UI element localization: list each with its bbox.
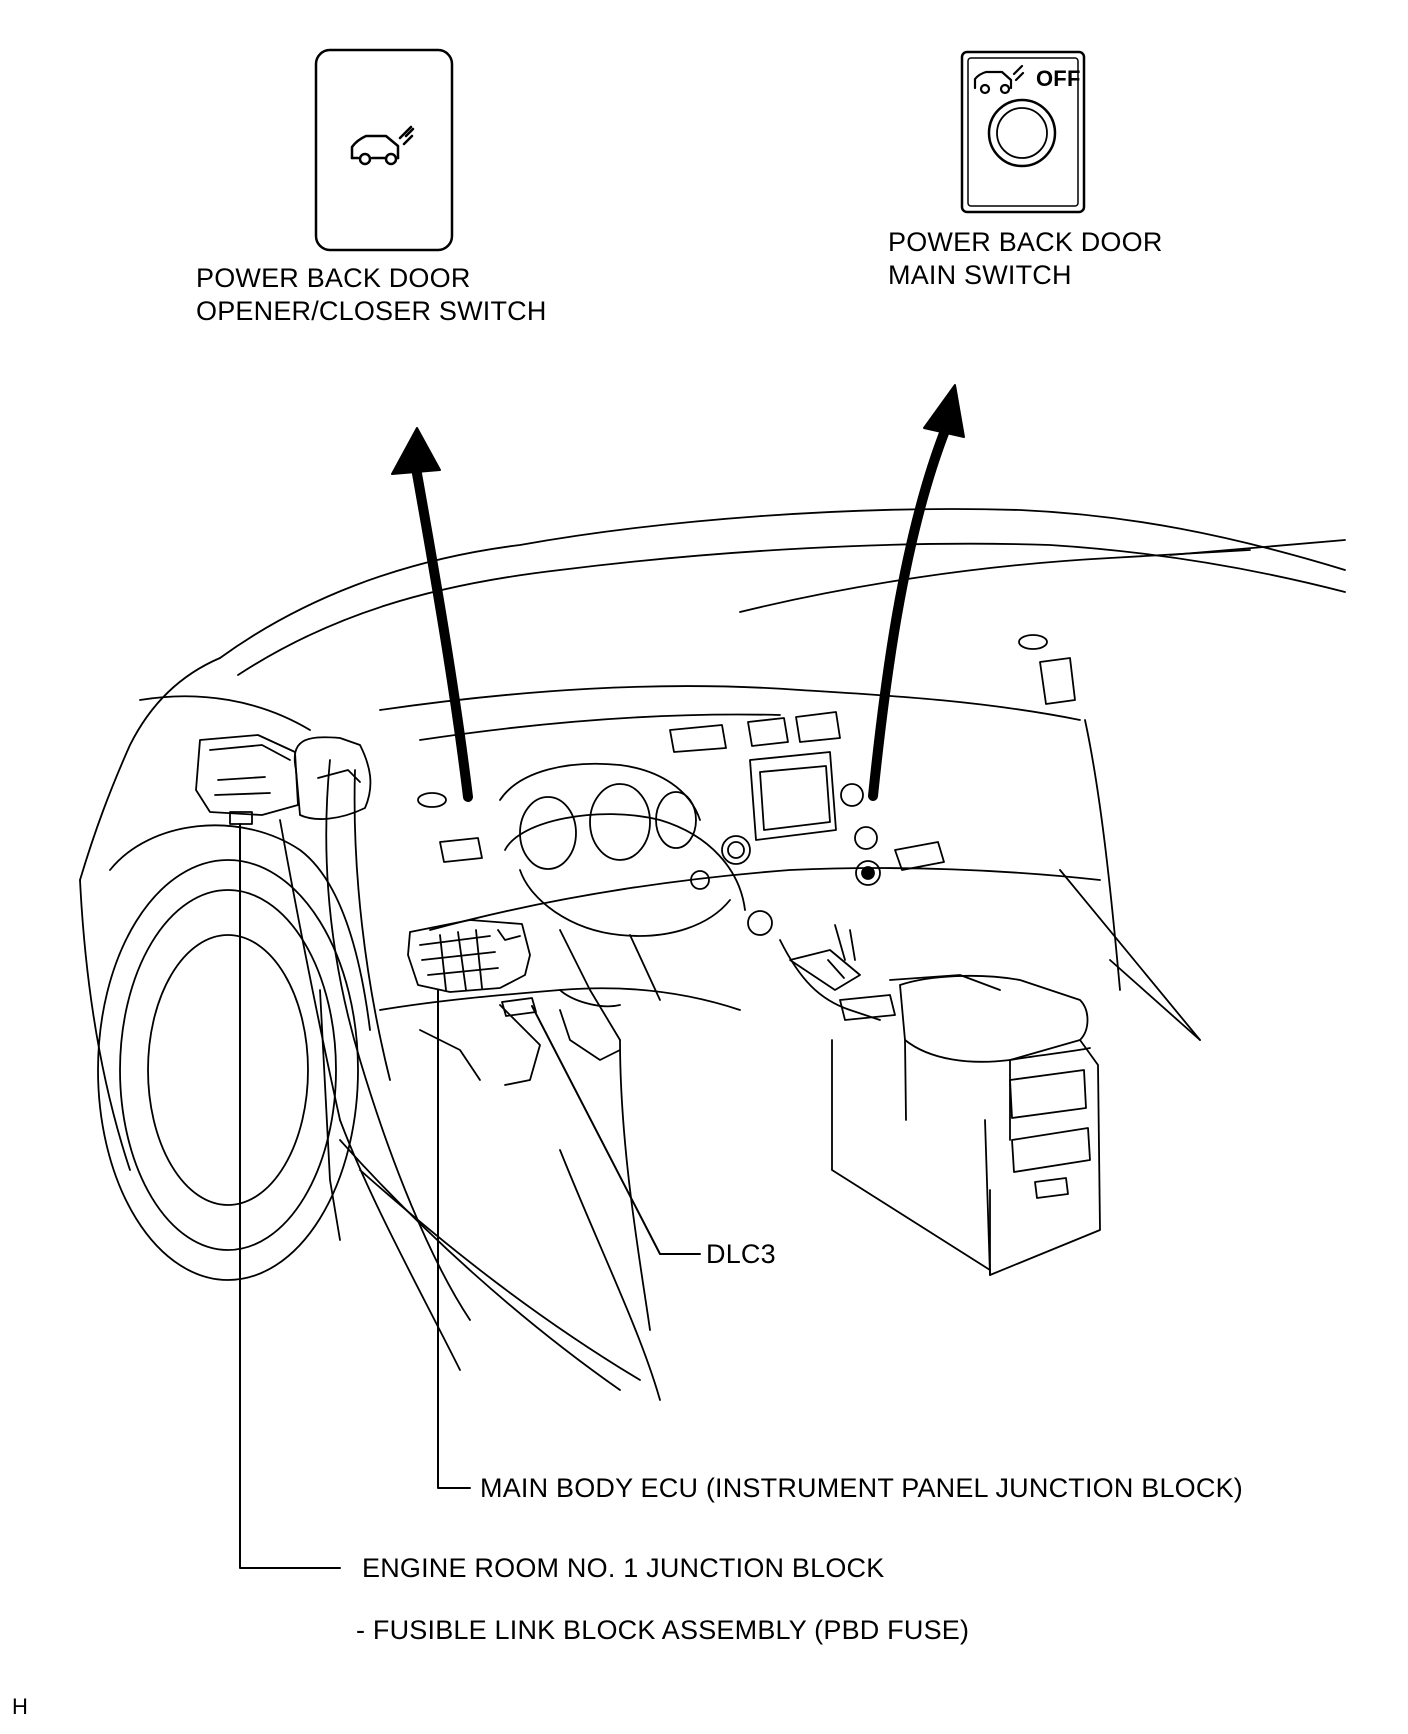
leader-lines — [239, 823, 701, 1569]
label-engine-room-junction-block: ENGINE ROOM NO. 1 JUNCTION BLOCK — [362, 1553, 885, 1583]
car-back-door-icon — [350, 125, 415, 166]
switch-off-text: OFF — [1036, 66, 1081, 91]
engine-room-junction-block — [195, 734, 299, 825]
main-body-ecu-junction-block — [407, 919, 531, 993]
label-opener-closer-switch-line1: POWER BACK DOOR — [196, 263, 471, 293]
label-dlc3: DLC3 — [706, 1239, 776, 1269]
opener-closer-switch — [314, 48, 454, 252]
main-switch-location — [855, 860, 881, 886]
up-arrow-icon — [868, 384, 965, 801]
label-main-switch-line2: MAIN SWITCH — [888, 260, 1072, 290]
label-main-switch: POWER BACK DOOR MAIN SWITCH — [888, 226, 1163, 292]
label-opener-closer-switch: POWER BACK DOOR OPENER/CLOSER SWITCH — [196, 262, 547, 328]
car-back-door-icon — [973, 64, 1025, 95]
label-main-body-ecu: MAIN BODY ECU (INSTRUMENT PANEL JUNCTION… — [480, 1473, 1243, 1503]
main-switch — [960, 50, 1086, 214]
corner-mark: H — [12, 1694, 29, 1719]
up-arrow-icon — [391, 427, 473, 802]
vehicle-interior-drawing — [79, 508, 1346, 1401]
label-fusible-link-block: - FUSIBLE LINK BLOCK ASSEMBLY (PBD FUSE) — [356, 1615, 970, 1645]
label-main-switch-line1: POWER BACK DOOR — [888, 227, 1163, 257]
label-opener-closer-switch-line2: OPENER/CLOSER SWITCH — [196, 296, 547, 326]
